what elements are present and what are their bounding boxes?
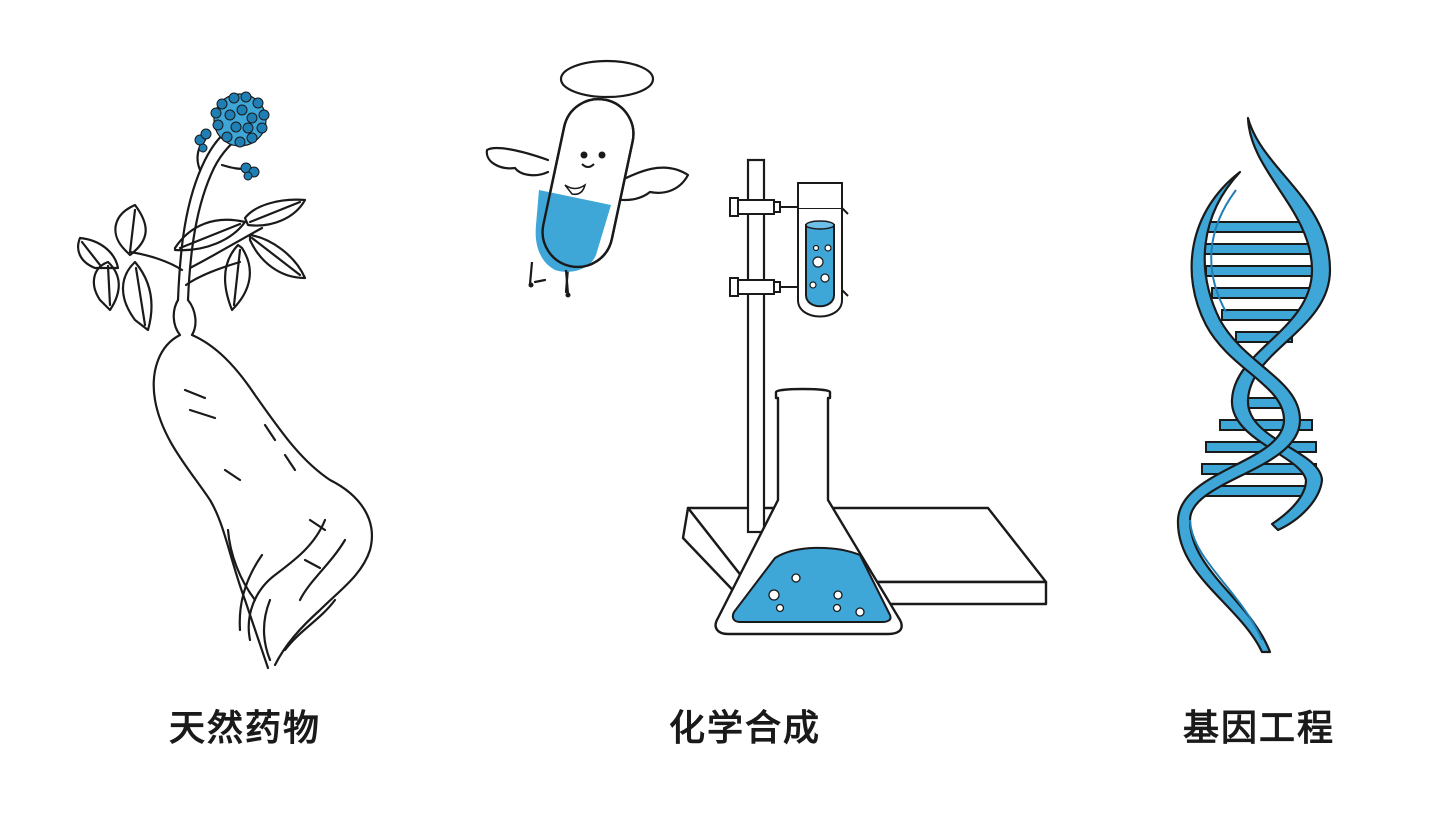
section-label: 天然药物	[168, 708, 321, 749]
section-label: 基因工程	[1182, 708, 1335, 749]
dna-icon	[1176, 116, 1332, 654]
section-natural-medicine: 天然药物	[0, 0, 460, 816]
section-label: 化学合成	[668, 708, 821, 749]
angel-pill-icon	[528, 97, 635, 298]
lab-apparatus-icon	[485, 59, 1048, 636]
section-genetic-engineering: 基因工程	[1080, 0, 1439, 816]
section-chemical-synthesis: 化学合成	[460, 0, 1080, 816]
ginseng-icon	[77, 91, 373, 670]
